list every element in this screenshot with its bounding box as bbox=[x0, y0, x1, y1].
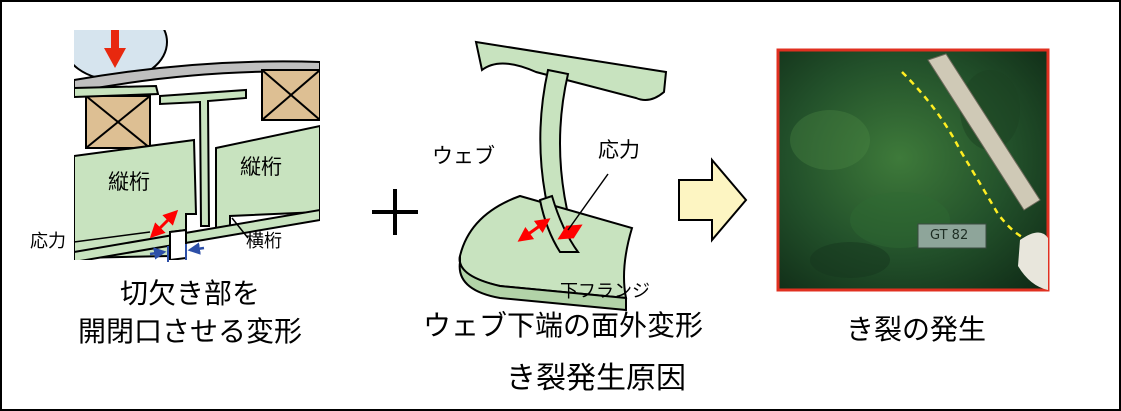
crack-photo bbox=[776, 48, 1050, 292]
top-flange bbox=[474, 40, 668, 101]
tape-measure bbox=[927, 53, 1041, 211]
sleeper-block-right bbox=[261, 69, 320, 121]
photo-tag-plate bbox=[917, 223, 987, 249]
web-deformation-drawing bbox=[458, 40, 668, 312]
caption-left-line1: 切欠き部を bbox=[119, 277, 261, 310]
flow-arrow bbox=[678, 157, 748, 243]
caption-left-line2: 開閉口させる変形 bbox=[77, 315, 303, 348]
photo-tag-text: GT 82 bbox=[930, 228, 969, 243]
label-girder-right: 縦桁 bbox=[240, 155, 282, 179]
cross-beam-web bbox=[159, 88, 247, 227]
footer-title: き裂発生原因 bbox=[506, 361, 686, 396]
stress-leader-left bbox=[73, 231, 151, 243]
rail bbox=[74, 60, 320, 94]
closing-arrow-left bbox=[149, 247, 167, 260]
lower-flange-edge bbox=[458, 255, 627, 312]
cross-beam-lower-flange bbox=[74, 208, 320, 260]
girder-left-top-flange bbox=[74, 84, 160, 99]
closing-arrow-right bbox=[187, 242, 205, 255]
label-stress-left: 応力 bbox=[30, 231, 66, 252]
label-lower-flange: 下フランジ bbox=[560, 281, 650, 302]
label-stress-middle: 応力 bbox=[598, 138, 640, 162]
label-girder-left: 縦桁 bbox=[108, 170, 150, 194]
stress-arrow-middle-2 bbox=[557, 224, 583, 240]
label-web: ウェブ bbox=[432, 144, 495, 168]
stress-leader-middle bbox=[567, 173, 609, 231]
plus-sign bbox=[372, 189, 418, 235]
caption-middle: ウェブ下端の面外変形 bbox=[422, 309, 704, 342]
notch-deformation-drawing bbox=[74, 30, 320, 260]
cross-beam-leader bbox=[231, 217, 249, 239]
stress-arrow-left bbox=[149, 209, 179, 239]
stress-arrow-middle-1 bbox=[517, 218, 551, 242]
load-arrow bbox=[104, 30, 126, 68]
sleeper-block-left bbox=[85, 95, 151, 149]
label-cross-beam: 横桁 bbox=[246, 231, 282, 252]
notch bbox=[169, 228, 187, 260]
caption-right: き裂の発生 bbox=[845, 313, 987, 346]
photo-white-object bbox=[1018, 232, 1048, 290]
crack-line bbox=[901, 71, 1025, 240]
